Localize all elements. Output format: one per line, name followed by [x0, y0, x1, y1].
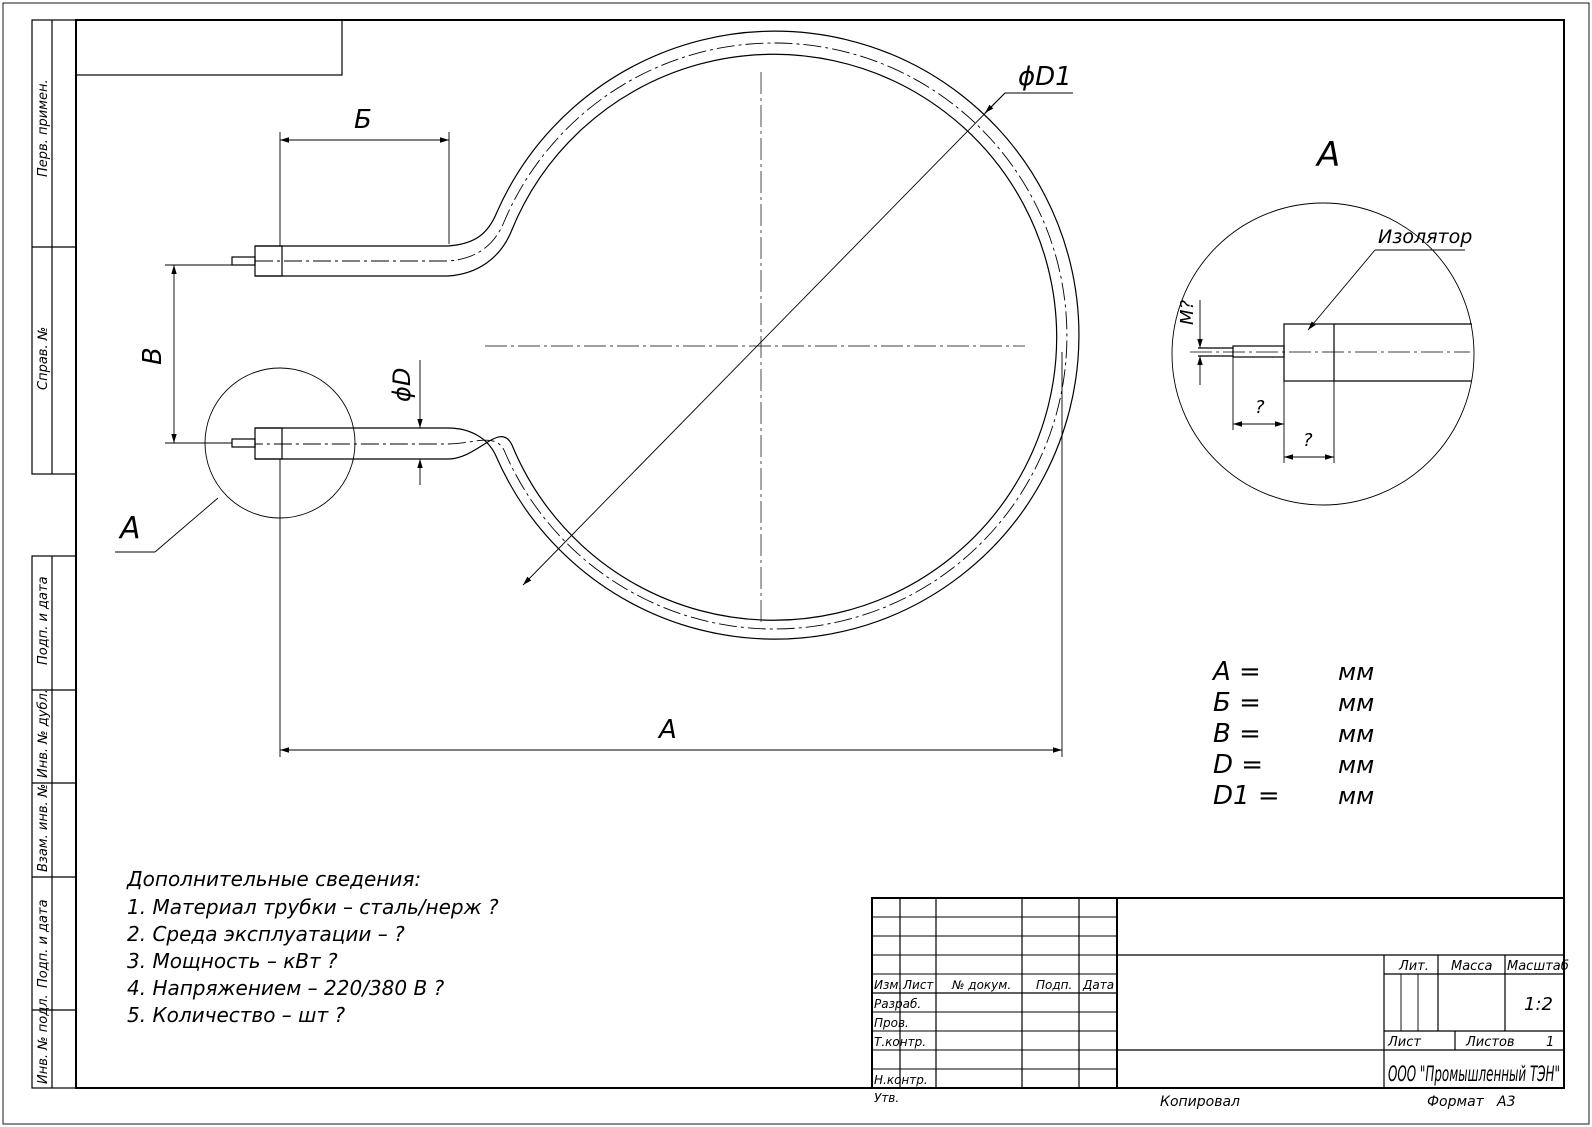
dimension-a: А — [279, 352, 1063, 757]
dimension-v: В — [138, 264, 232, 444]
tb-col-doc: № докум. — [951, 978, 1011, 992]
dimension-phi-d1: ϕD1 — [522, 62, 1073, 586]
dim-unit-a: мм — [1338, 658, 1374, 686]
title-block: Изм. Лист № докум. Подп. Дата Разраб. Пр… — [871, 897, 1569, 1105]
view-a-callout: А — [115, 367, 356, 553]
dim-unit-b: мм — [1338, 689, 1374, 717]
dim-name-a: А = — [1211, 657, 1261, 687]
tb-scale-header: Масштаб — [1507, 959, 1569, 974]
stamp-label: Инв. № дубл. — [36, 689, 51, 778]
tb-sheets: Листов — [1465, 1035, 1515, 1050]
detail-len2-label: ? — [1303, 430, 1313, 451]
tb-row-nkontr: Н.контр. — [874, 1073, 928, 1087]
additional-notes: Дополнительные сведения: 1. Материал тру… — [126, 867, 499, 1027]
stamp-label: Справ. № — [36, 327, 51, 390]
tb-mass: Масса — [1451, 959, 1492, 974]
dim-label-phi-d: ϕD — [388, 368, 416, 402]
heater-element — [231, 30, 1080, 640]
detail-view-a: А М? ? ? Изолятор — [1171, 135, 1475, 506]
tb-company: ООО "Промышленный ТЭН" — [1388, 1062, 1560, 1086]
stamp-label: Подп. и дата — [36, 899, 51, 988]
footer-copied: Копировал — [1160, 1094, 1240, 1110]
note-item: 5. Количество – шт ? — [127, 1003, 345, 1027]
footer-format: А3 — [1496, 1094, 1515, 1110]
notes-title: Дополнительные сведения: — [126, 867, 421, 891]
stamp-label: Взам. инв. № — [36, 784, 51, 872]
dim-name-b: Б = — [1213, 688, 1261, 718]
left-stamp: Перв. примен. Справ. № Подп. и дата Инв.… — [31, 19, 77, 1089]
stamp-label: Подп. и дата — [36, 576, 51, 665]
note-item: 2. Среда эксплуатации – ? — [127, 922, 405, 946]
tb-sheet: Лист — [1387, 1035, 1421, 1050]
note-item: 3. Мощность – кВт ? — [127, 949, 338, 973]
detail-len1-label: ? — [1255, 397, 1265, 418]
dim-name-d1: D1 = — [1213, 781, 1280, 811]
dim-unit-d: мм — [1338, 751, 1374, 779]
footer-format-label: Формат — [1427, 1094, 1485, 1110]
tb-col-izm: Изм. — [874, 978, 902, 992]
tb-row-razrab: Разраб. — [874, 997, 921, 1011]
dim-name-v: В = — [1213, 719, 1261, 749]
callout-label-a: А — [118, 511, 141, 546]
stamp-label: Инв. № подл. — [36, 994, 51, 1084]
tb-col-sign: Подп. — [1036, 978, 1072, 992]
dim-label-b: Б — [354, 105, 372, 135]
drawing-frame — [75, 19, 1565, 1089]
detail-thread-label: М? — [1177, 299, 1198, 325]
dim-unit-d1: мм — [1338, 782, 1374, 810]
detail-view-title: А — [1315, 135, 1340, 175]
tb-scale: 1:2 — [1524, 994, 1553, 1015]
dim-label-v: В — [138, 347, 168, 365]
tb-row-utv: Утв. — [874, 1091, 899, 1105]
tb-row-prov: Пров. — [874, 1016, 909, 1030]
tb-col-date: Дата — [1082, 978, 1114, 992]
dim-label-phi-d1: ϕD1 — [1018, 62, 1072, 92]
insulator-label: Изолятор — [1378, 226, 1472, 248]
top-left-stamp-box — [75, 19, 343, 76]
note-item: 4. Напряжением – 220/380 В ? — [127, 976, 445, 1000]
dim-unit-v: мм — [1338, 720, 1374, 748]
dim-label-a: А — [657, 715, 677, 745]
dimension-b: Б — [279, 105, 450, 246]
tb-col-list: Лист — [902, 978, 934, 992]
tb-lit: Лит. — [1398, 959, 1429, 974]
dimension-phi-d: ϕD — [388, 360, 423, 485]
dim-name-d: D = — [1213, 750, 1263, 780]
dimensions-list: А = мм Б = мм В = мм D = мм D1 = мм — [1211, 657, 1374, 811]
stamp-label: Перв. примен. — [36, 79, 51, 177]
tb-row-tkontr: Т.контр. — [874, 1035, 926, 1049]
tb-sheets-count: 1 — [1546, 1035, 1554, 1050]
note-item: 1. Материал трубки – сталь/нерж ? — [127, 895, 499, 919]
